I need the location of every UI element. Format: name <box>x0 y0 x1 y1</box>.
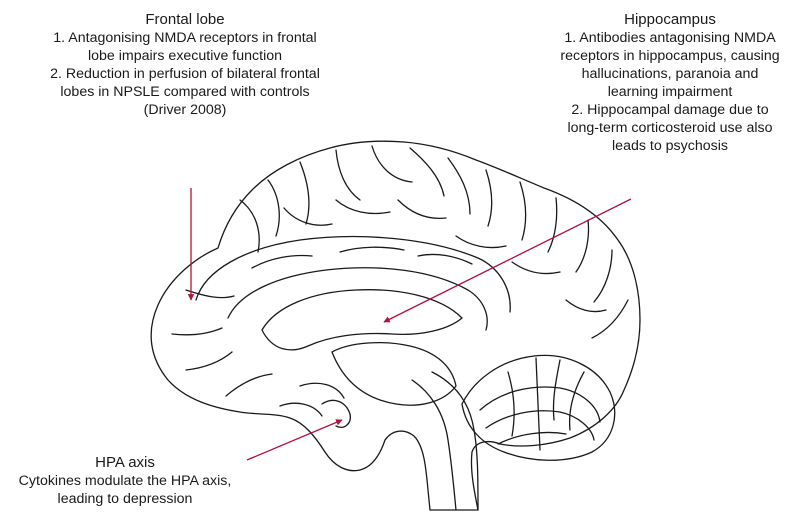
sulcus-lines <box>172 146 628 396</box>
corpus-callosum-outer <box>196 237 510 312</box>
brain-outline <box>151 141 640 510</box>
hpa-axis-arrow <box>247 420 342 460</box>
brainstem-outline <box>412 380 456 510</box>
corpus-callosum-inner <box>228 268 487 330</box>
thalamus-outline <box>332 343 456 406</box>
hippocampus-arrow <box>384 199 631 322</box>
